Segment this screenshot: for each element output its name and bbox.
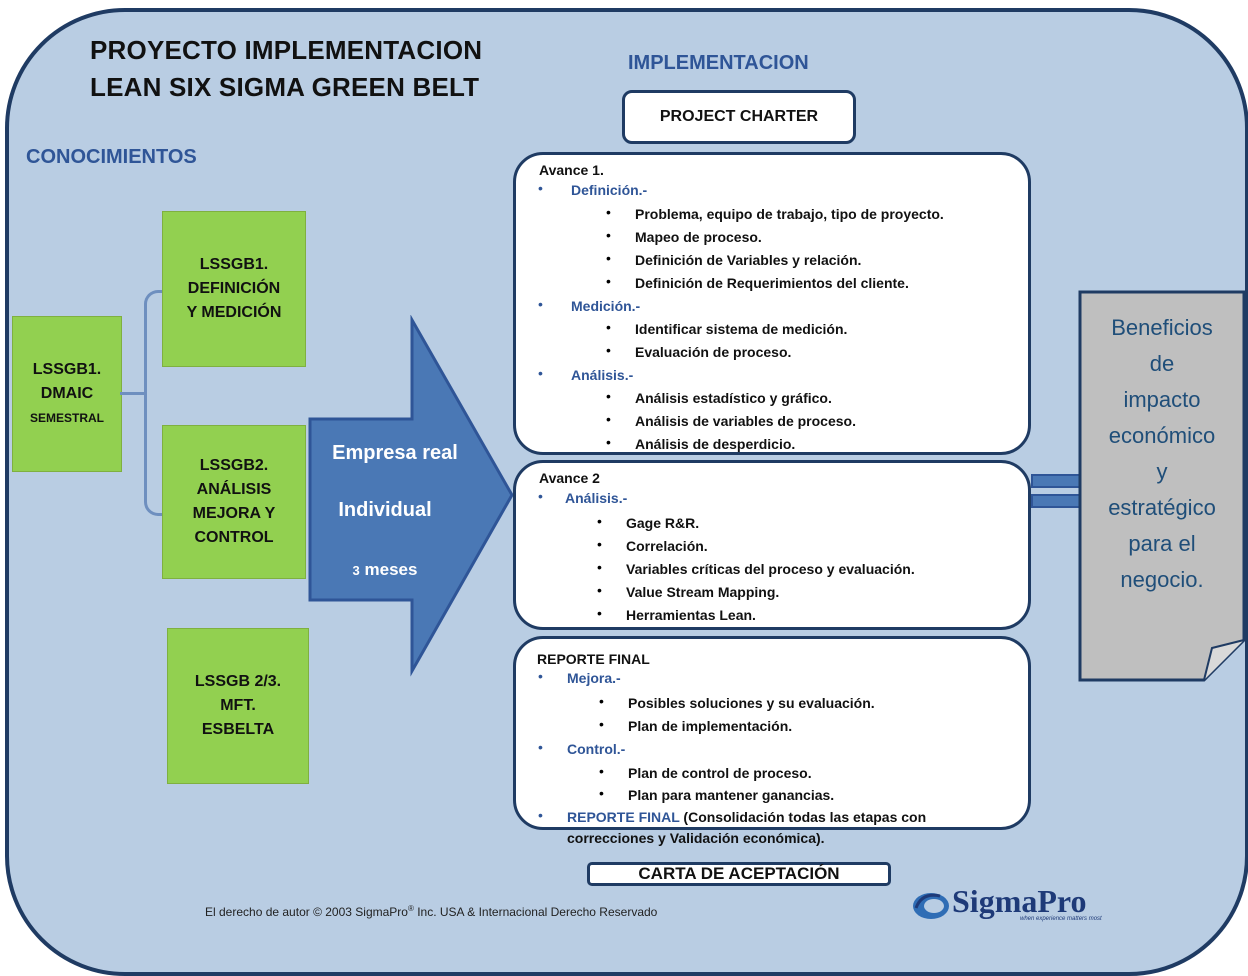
reporte-final-line2: correcciones y Validación económica). [567, 830, 825, 846]
list-item: Definición de Requerimientos del cliente… [635, 275, 909, 291]
bullet-dot: • [606, 434, 611, 450]
list-item: Plan para mantener ganancias. [628, 787, 835, 803]
list-item: Correlación. [626, 538, 708, 554]
project-charter-box: PROJECT CHARTER [622, 90, 856, 144]
connector-bar-bottom [1031, 494, 1085, 508]
category-control: Control.- [567, 741, 626, 757]
list-item: Gage R&R. [626, 515, 700, 531]
bullet-dot: • [538, 807, 543, 823]
reporte-title: REPORTE FINAL [537, 651, 650, 667]
bullet-dot: • [597, 559, 602, 575]
list-item: Variables críticas del proceso y evaluac… [626, 561, 915, 577]
beneficios-text: Beneficios de impacto económico y estrat… [1108, 315, 1216, 592]
list-item: Herramientas Lean. [626, 607, 756, 623]
list-item: Análisis estadístico y gráfico. [635, 390, 832, 406]
bracket-stem [120, 392, 146, 395]
bullet-dot: • [606, 227, 611, 243]
implementacion-label: IMPLEMENTACION [628, 52, 809, 74]
bullet-dot: • [597, 513, 602, 529]
arrow-line-meses: 3 meses [352, 560, 418, 579]
carta-aceptacion-box: CARTA DE ACEPTACIÓN [587, 862, 891, 886]
bullet-dot: • [597, 536, 602, 552]
avance2-title: Avance 2 [539, 470, 600, 486]
copyright-footer: El derecho de autor © 2003 SigmaPro® Inc… [205, 904, 658, 919]
list-item: Análisis de variables de proceso. [635, 413, 856, 429]
bracket-connector [144, 290, 163, 516]
reporte-final-line1: REPORTE FINAL (Consolidación todas las e… [567, 809, 927, 825]
list-item: Evaluación de proceso. [635, 344, 792, 360]
list-item: Plan de implementación. [628, 718, 793, 734]
bullet-dot: • [606, 250, 611, 266]
bullet-dot: • [599, 785, 604, 801]
category-mejora: Mejora.- [567, 670, 621, 686]
bullet-dot: • [597, 605, 602, 621]
list-item: Value Stream Mapping. [626, 584, 780, 600]
bullet-dot: • [606, 319, 611, 335]
category-medicion: Medición.- [571, 298, 641, 314]
bullet-dot: • [599, 763, 604, 779]
bullet-dot: • [538, 296, 543, 312]
bullet-dot: • [606, 273, 611, 289]
bullet-dot: • [606, 342, 611, 358]
gb3-box: LSSGB 2/3. MFT. ESBELTA [167, 628, 309, 784]
conocimientos-label: CONOCIMIENTOS [26, 146, 197, 168]
implementation-arrow [308, 315, 514, 677]
bullet-dot: • [606, 411, 611, 427]
category-analisis: Análisis.- [571, 367, 634, 383]
category-definicion: Definición.- [571, 182, 648, 198]
list-item: Análisis de desperdicio. [635, 436, 796, 452]
bullet-dot: • [538, 365, 543, 381]
avance2-box [513, 460, 1031, 630]
dmaic-box: LSSGB1. DMAIC SEMESTRAL [12, 316, 122, 472]
list-item: Plan de control de proceso. [628, 765, 812, 781]
bullet-dot: • [538, 180, 543, 196]
bullet-dot: • [599, 693, 604, 709]
sigmapro-logo: SigmaPro when experience matters most [910, 883, 1142, 925]
page-title: PROYECTO IMPLEMENTACION LEAN SIX SIGMA G… [90, 35, 483, 102]
bullet-dot: • [599, 716, 604, 732]
gb1-box: LSSGB1. DEFINICIÓN Y MEDICIÓN [162, 211, 306, 367]
beneficios-box [1078, 290, 1246, 682]
list-item: Problema, equipo de trabajo, tipo de pro… [635, 206, 944, 222]
sigma-swirl-icon [913, 893, 949, 919]
bullet-dot: • [538, 739, 543, 755]
arrow-line-individual: Individual [338, 499, 432, 521]
bullet-dot: • [606, 204, 611, 220]
avance1-title: Avance 1. [539, 162, 604, 178]
list-item: Identificar sistema de medición. [635, 321, 848, 337]
bullet-dot: • [597, 582, 602, 598]
bullet-dot: • [538, 488, 543, 504]
gb2-box: LSSGB2. ANÁLISIS MEJORA Y CONTROL [162, 425, 306, 579]
arrow-line-empresa: Empresa real [332, 442, 458, 464]
list-item: Definición de Variables y relación. [635, 252, 862, 268]
reporte-final-box [513, 636, 1031, 830]
list-item: Mapeo de proceso. [635, 229, 762, 245]
connector-bar-top [1031, 474, 1085, 488]
bullet-dot: • [538, 668, 543, 684]
avance1-box [513, 152, 1031, 455]
list-item: Posibles soluciones y su evaluación. [628, 695, 875, 711]
bullet-dot: • [606, 388, 611, 404]
category-analisis-2: Análisis.- [565, 490, 628, 506]
